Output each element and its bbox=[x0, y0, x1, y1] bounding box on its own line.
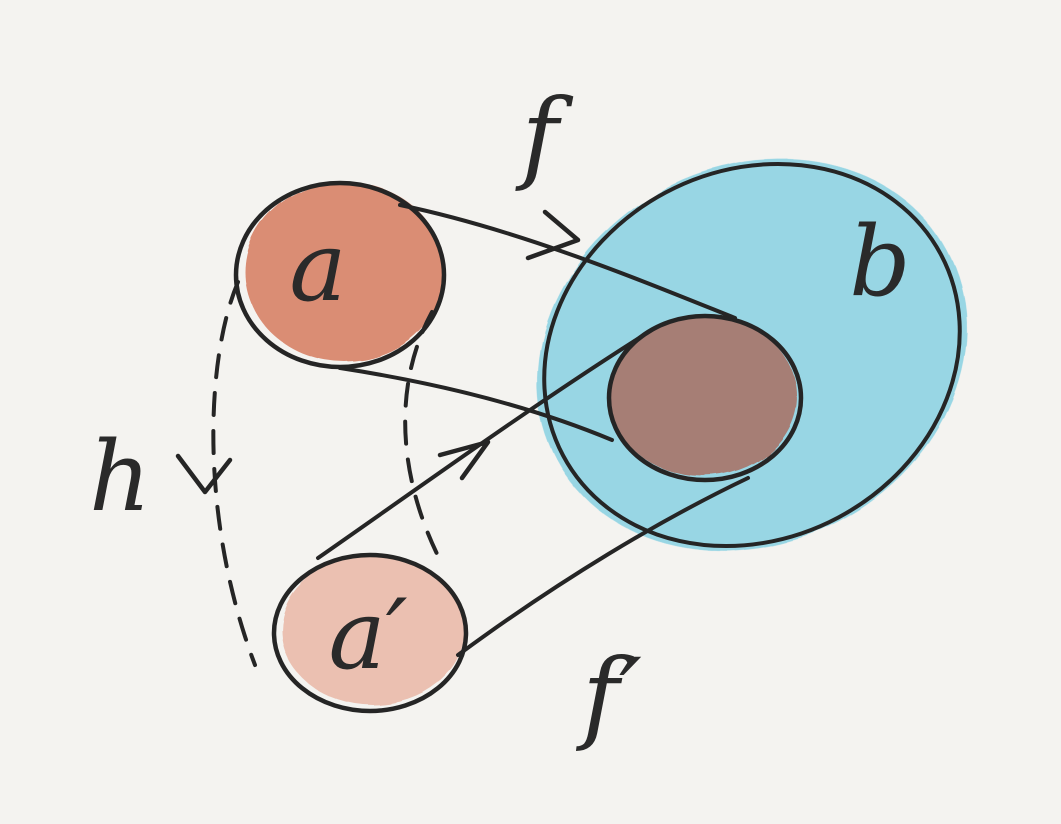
label-b: b bbox=[849, 206, 910, 318]
label-f-prime: f′ bbox=[575, 637, 642, 754]
label-a-prime: a′ bbox=[328, 579, 407, 691]
object-a-prime bbox=[271, 552, 469, 714]
image-region bbox=[606, 313, 804, 483]
label-h: h bbox=[89, 421, 151, 533]
morphism-f-prime bbox=[316, 326, 750, 657]
arrowhead-h bbox=[175, 453, 233, 495]
arrowhead-f-prime bbox=[437, 439, 491, 481]
morphism-h bbox=[175, 280, 442, 667]
arrowhead-f bbox=[525, 209, 581, 261]
morphism-f bbox=[338, 203, 737, 442]
label-a: a bbox=[289, 211, 346, 323]
